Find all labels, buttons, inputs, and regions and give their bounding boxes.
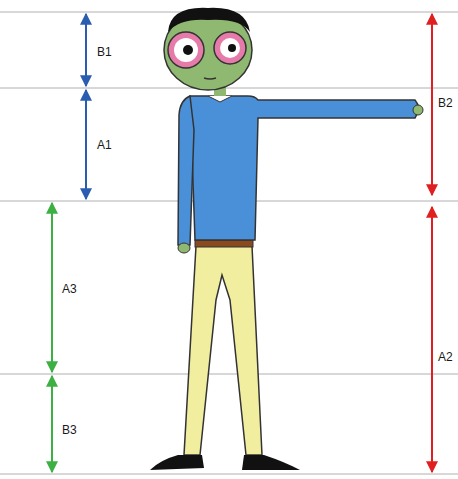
dimension-label: A1	[96, 138, 113, 152]
dimension-label: B3	[61, 423, 78, 437]
dimension-arrows	[52, 14, 432, 472]
dimension-label: A2	[437, 350, 454, 364]
dimension-label: B2	[437, 96, 454, 110]
character	[150, 8, 423, 470]
dimension-label: A3	[61, 282, 78, 296]
dimension-label: B1	[96, 45, 113, 59]
